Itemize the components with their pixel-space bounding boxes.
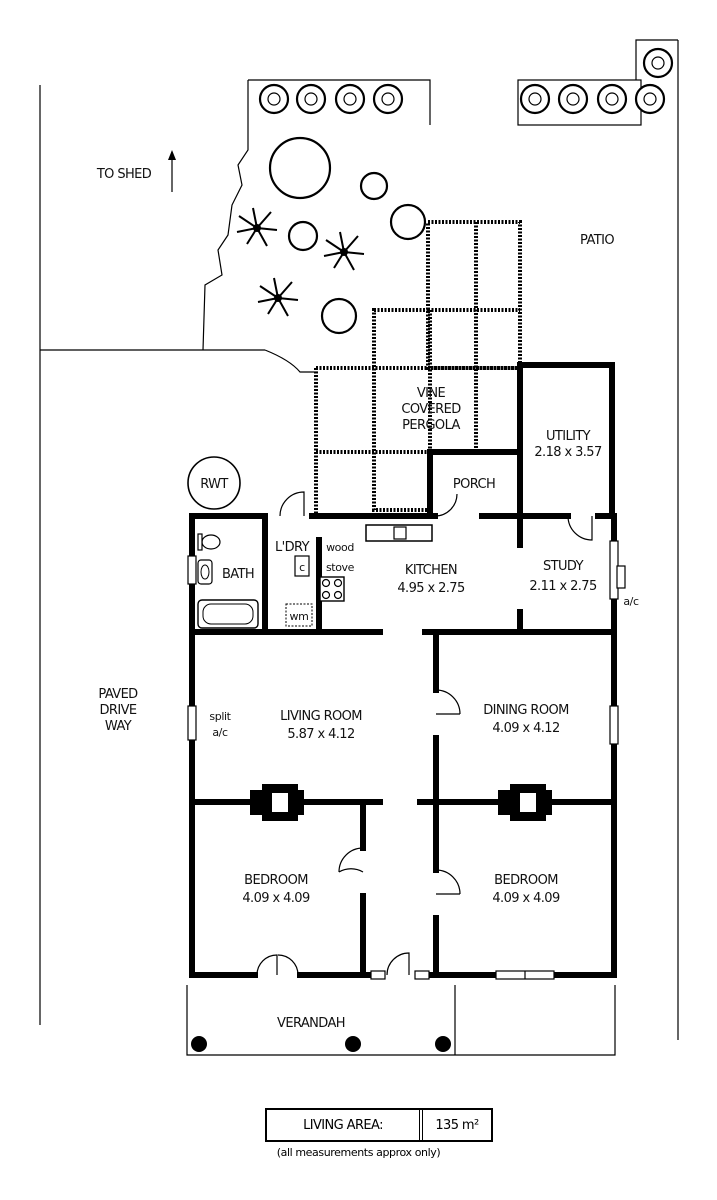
- shrub-row-left: [258, 83, 404, 115]
- verandah-area: [186, 985, 616, 1056]
- laundry-label: L'DRY: [275, 540, 310, 555]
- wm-label: wm: [290, 610, 309, 623]
- fireplaces: [250, 784, 552, 821]
- pergola-label-line2: COVERED: [401, 402, 461, 417]
- rwt-label: RWT: [200, 477, 228, 492]
- garden-shrubs: [236, 47, 674, 335]
- to-shed-arrow-icon: [168, 150, 176, 192]
- patio-label: PATIO: [580, 233, 614, 248]
- utility-label: UTILITY: [546, 429, 591, 444]
- house-exterior-walls: [189, 513, 617, 978]
- basin-icon: [197, 559, 213, 585]
- study-size: 2.11 x 2.75: [529, 579, 597, 594]
- stove-label: stove: [326, 561, 355, 574]
- dining-room-label: DINING ROOM: [483, 703, 568, 718]
- living-room-size: 5.87 x 4.12: [287, 727, 354, 742]
- bedroom-2-size: 4.09 x 4.09: [492, 891, 560, 906]
- split-label: split: [209, 710, 231, 723]
- living-area-value: 135 m²: [435, 1117, 479, 1133]
- toilet-icon: [197, 533, 221, 551]
- bedroom-1-label: BEDROOM: [244, 873, 308, 888]
- washing-machine-icon: [285, 603, 313, 627]
- wood-label: wood: [326, 541, 354, 554]
- windows: [187, 524, 626, 980]
- pergola-label-line3: PERGOLA: [402, 418, 460, 433]
- bedroom-1-size: 4.09 x 4.09: [242, 891, 310, 906]
- laundry-trough-icon: [294, 555, 310, 577]
- room-labels: TO SHED PATIO VINE COVERED PERGOLA UTILI…: [96, 167, 640, 1031]
- living-area-box: LIVING AREA: 135 m²: [265, 1108, 493, 1142]
- porch-label: PORCH: [453, 477, 495, 492]
- large-tree: [268, 136, 427, 335]
- measurements-note: (all measurements approx only): [276, 1146, 441, 1159]
- stove-icon: [319, 576, 345, 602]
- kitchen-size: 4.95 x 2.75: [397, 581, 465, 596]
- to-shed-label: TO SHED: [96, 167, 152, 182]
- kitchen-label: KITCHEN: [405, 563, 457, 578]
- bedroom-2-label: BEDROOM: [494, 873, 558, 888]
- living-area-label: LIVING AREA:: [267, 1110, 423, 1140]
- pergola-label-line1: VINE: [417, 386, 446, 401]
- fixtures: [187, 456, 345, 629]
- utility-size: 2.18 x 3.57: [534, 445, 602, 460]
- door-swings: [256, 491, 593, 976]
- rainwater-tank-icon: [187, 456, 241, 510]
- paved-driveway-line1: PAVED: [98, 687, 138, 702]
- study-ac-label: a/c: [623, 595, 639, 608]
- bathtub-icon: [197, 599, 259, 629]
- verandah-label: VERANDAH: [277, 1016, 345, 1031]
- utility-porch-walls: [427, 362, 615, 548]
- property-boundaries: [39, 40, 679, 1040]
- living-room-label: LIVING ROOM: [280, 709, 362, 724]
- split-ac-label: a/c: [212, 726, 228, 739]
- bath-label: BATH: [222, 567, 254, 582]
- pergola-frame: [314, 220, 522, 518]
- palm-plants: [236, 207, 365, 317]
- shrub-row-right: [519, 47, 674, 115]
- paved-driveway-line3: WAY: [105, 719, 132, 734]
- dining-room-size: 4.09 x 4.12: [492, 721, 559, 736]
- study-label: STUDY: [543, 559, 584, 574]
- trough-label: c: [299, 561, 305, 574]
- paved-driveway-line2: DRIVE: [100, 703, 137, 718]
